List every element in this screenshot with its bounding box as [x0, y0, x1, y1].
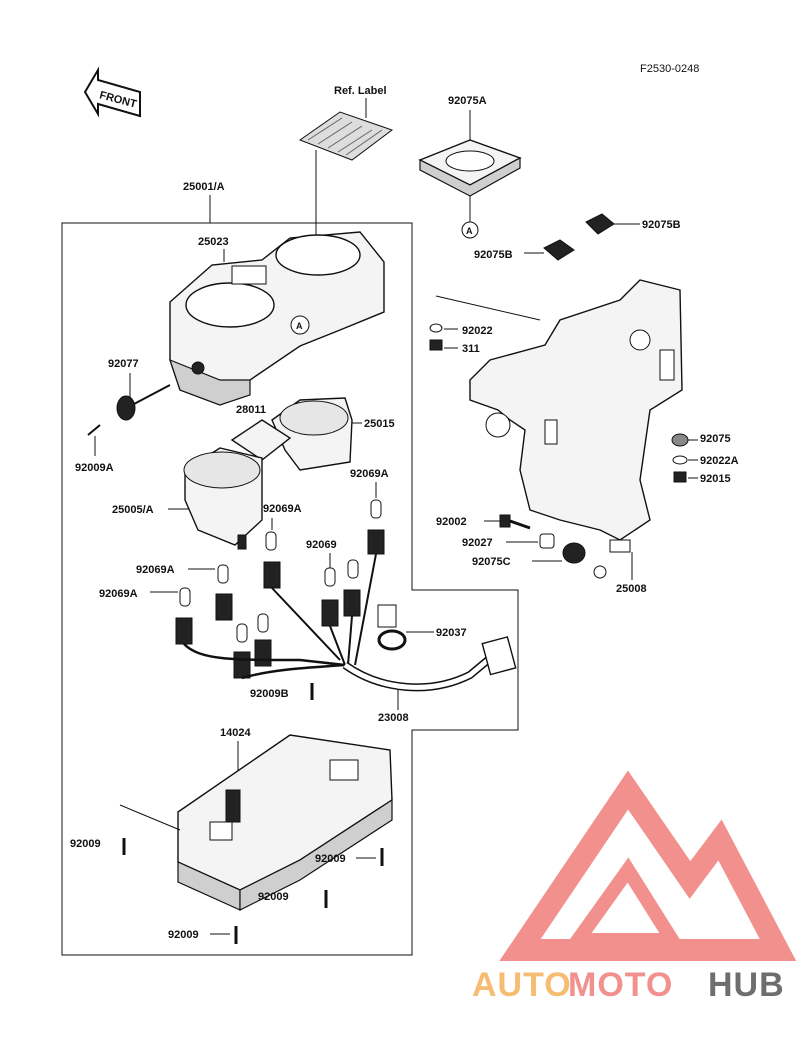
label-92002: 92002 [436, 516, 467, 528]
label-92077: 92077 [108, 358, 139, 370]
ref-label-sticker [298, 111, 394, 161]
label-92022: 92022 [462, 325, 493, 337]
figure-code: F2530-0248 [640, 63, 699, 75]
label-92009-3: 92009 [258, 891, 289, 903]
washer-92022-icon [429, 323, 443, 333]
label-14024: 14024 [220, 727, 251, 739]
label-92069A-2: 92069A [263, 503, 302, 515]
label-92069A-4: 92069A [99, 588, 138, 600]
label-92037: 92037 [436, 627, 467, 639]
label-92075: 92075 [700, 433, 731, 445]
marker-a-circle [461, 221, 479, 239]
label-92069: 92069 [306, 539, 337, 551]
label-92009-2: 92009 [315, 853, 346, 865]
washer-92022A-icon [672, 455, 688, 465]
meter-bracket [469, 279, 683, 579]
meter-housing: A [169, 231, 385, 406]
label-92009-4: 92009 [168, 929, 199, 941]
label-25001A: 25001/A [183, 181, 225, 193]
watermark-moto: MOTO [568, 966, 673, 1004]
grommet-92075B-upper [585, 213, 615, 235]
label-92015: 92015 [700, 473, 731, 485]
label-25008: 25008 [616, 583, 647, 595]
grommet-92075B-lower [543, 239, 575, 261]
label-92069A-1: 92069A [350, 468, 389, 480]
label-92075A: 92075A [448, 95, 487, 107]
marker-a-label: A [466, 226, 473, 236]
bolt-92002-icon [484, 514, 531, 530]
label-92009-1: 92009 [70, 838, 101, 850]
trip-knob-icon [116, 384, 171, 421]
label-92022A: 92022A [700, 455, 739, 467]
screw-92009A-icon [87, 424, 101, 436]
label-25023: 25023 [198, 236, 229, 248]
label-92027: 92027 [462, 537, 493, 549]
watermark-auto: AUTO [472, 966, 572, 1004]
tachometer-unit [271, 397, 353, 471]
ref-label-text: Ref. Label [334, 85, 387, 97]
label-28011: 28011 [236, 404, 266, 416]
housing-marker-a: A [296, 321, 303, 331]
assembly-frame [61, 222, 519, 956]
front-arrow-icon: FRONT [83, 66, 141, 118]
grommet-92075C-icon [562, 542, 586, 564]
speedometer-unit [183, 447, 263, 550]
clamp-92037-icon [377, 629, 407, 651]
label-311: 311 [462, 343, 480, 355]
label-25015: 25015 [364, 418, 395, 430]
wiring-harness [183, 553, 517, 692]
nut-311-icon [429, 339, 443, 351]
collar-92027-icon [539, 533, 555, 549]
label-92009A: 92009A [75, 462, 114, 474]
label-92075B-1: 92075B [642, 219, 681, 231]
label-92075C: 92075C [472, 556, 511, 568]
label-92009B: 92009B [250, 688, 289, 700]
indicator-panel [230, 419, 292, 461]
label-25005A: 25005/A [112, 504, 154, 516]
grommet-92075A [418, 139, 522, 197]
watermark-hub: HUB [708, 966, 785, 1004]
grommet-92075-icon [671, 433, 689, 447]
label-92069A-3: 92069A [136, 564, 175, 576]
label-92075B-2: 92075B [474, 249, 513, 261]
meter-cover [177, 734, 393, 911]
label-23008: 23008 [378, 712, 409, 724]
automotohub-watermark-logo: AUTO MOTO HUB [472, 770, 797, 1004]
nut-92015-icon [673, 471, 687, 483]
